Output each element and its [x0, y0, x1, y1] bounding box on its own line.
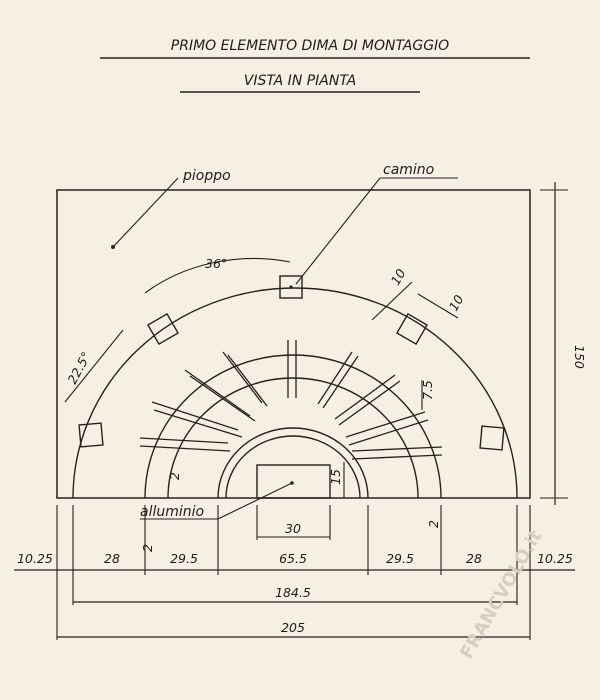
chimney-squares: [78, 275, 505, 451]
dim-row1-cell: 10.25: [537, 551, 573, 566]
dim-row1-cell: 10.25: [17, 551, 53, 566]
dim-row1-cell: 28: [104, 551, 120, 566]
dim-gap-right: 2: [426, 520, 441, 528]
leader-alluminio-diag: [217, 482, 293, 520]
dim-angle-22-5: 22.5°: [64, 349, 93, 386]
dim-chimney-size: 10: [388, 266, 409, 287]
dim-ring-gap: 2: [167, 472, 182, 480]
dim-overall-total: 205: [281, 620, 305, 635]
dim-height: 150: [572, 345, 587, 369]
label-camino: camino: [383, 162, 434, 178]
camino-marker: [289, 285, 293, 289]
title-line2: VISTA IN PIANTA: [244, 73, 356, 89]
dim-chimney-10-line: [371, 281, 413, 321]
leader-camino-diag: [295, 177, 381, 285]
radial-ribs: [139, 340, 443, 460]
dim-rib-width: 7.5: [420, 380, 435, 400]
ring-outer-arc: [144, 354, 442, 499]
label-pioppo: pioppo: [182, 168, 231, 184]
dim-row1-cell: 29.5: [170, 551, 198, 566]
dim-chimney-gap: 10: [446, 292, 467, 313]
dim-angle-36: 36°: [205, 256, 227, 271]
ring-inner-arc-a: [217, 427, 369, 499]
dim-row1-cell: 65.5: [279, 551, 307, 566]
ring-mid-arc: [167, 377, 419, 499]
dim-22-5-line: [64, 329, 124, 403]
outer-arc: [72, 287, 518, 499]
dim-row1-values: 10.25 28 29.5 65.5 29.5 28 10.25: [17, 551, 573, 566]
dim-block-width: 30: [285, 521, 301, 536]
title-line1: PRIMO ELEMENTO DIMA DI MONTAGGIO: [171, 38, 449, 54]
dim-row1-cell: 29.5: [386, 551, 414, 566]
ring-inner-arc-b: [225, 435, 361, 499]
leader-pioppo: [112, 177, 179, 248]
dim-row1-cell: 28: [466, 551, 482, 566]
watermark: FRANCVOLO.it: [456, 526, 547, 662]
dim-gap-left: 2: [140, 544, 155, 552]
dim-inner-total: 184.5: [275, 585, 311, 600]
board-outline: [56, 189, 531, 499]
leader-pioppo-dot: [111, 245, 115, 249]
alluminio-block: [256, 464, 331, 499]
bottom-extension-lines: [56, 505, 531, 640]
dim-arc-36: [144, 258, 291, 294]
dim-block-height: 15: [328, 469, 343, 485]
label-alluminio: alluminio: [140, 504, 204, 520]
dim-chimney-gap-line: [417, 293, 459, 319]
